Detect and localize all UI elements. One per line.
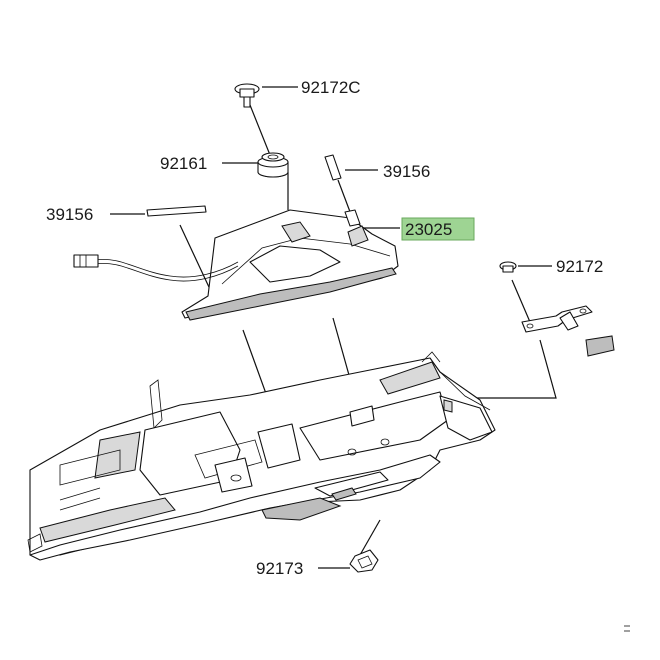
label-39156-left: 39156 xyxy=(46,205,93,224)
label-92161: 92161 xyxy=(160,154,207,173)
rear-fender-assembly xyxy=(27,351,496,561)
clip-92173 xyxy=(349,549,379,573)
label-23025: 23025 xyxy=(405,220,452,239)
label-92173: 92173 xyxy=(256,559,303,578)
pad-39156-right xyxy=(324,154,342,181)
pad-39156-left xyxy=(146,205,207,217)
bracket-assembly xyxy=(521,305,615,357)
bolt-92172 xyxy=(499,261,517,273)
label-39156-right: 39156 xyxy=(383,162,430,181)
bolt-92172c xyxy=(234,83,260,108)
corner-marks xyxy=(624,625,630,632)
label-92172: 92172 xyxy=(556,257,603,276)
highlight-box xyxy=(401,217,475,241)
grommet-92161 xyxy=(257,152,289,178)
label-92172c: 92172C xyxy=(301,78,361,97)
lamp-assembly-23025 xyxy=(73,209,399,321)
